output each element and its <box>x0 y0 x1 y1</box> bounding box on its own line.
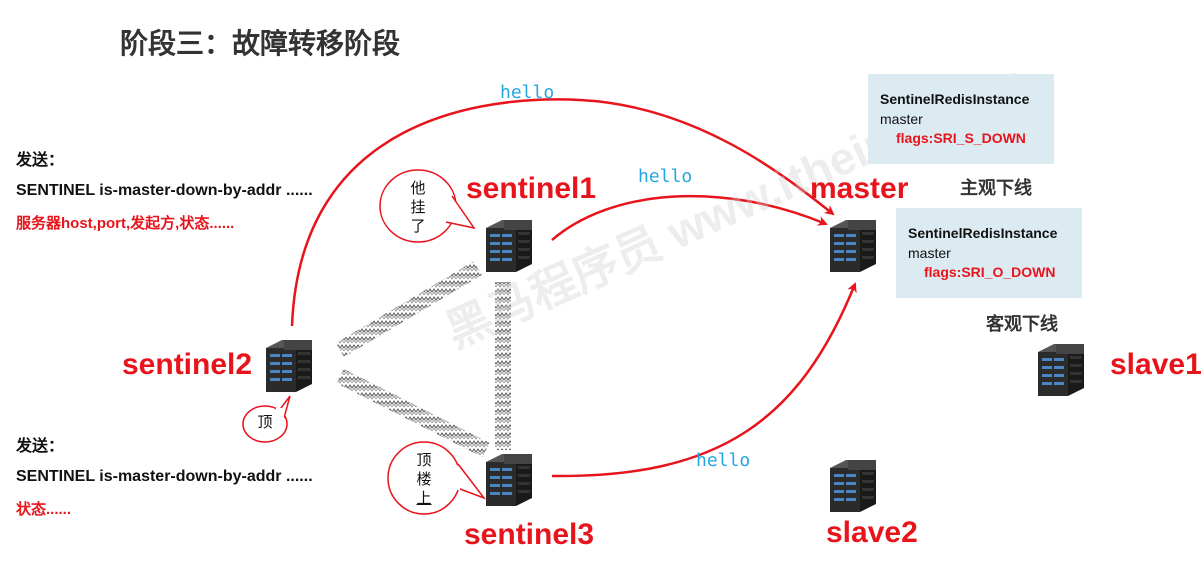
send-block-bottom: 发送： SENTINEL is-master-down-by-addr ....… <box>16 432 313 519</box>
send-heading: 发送： <box>16 438 65 455</box>
instance-flags: flags:SRI_O_DOWN <box>924 264 1056 281</box>
send-params: 服务器host,port,发起方,状态...... <box>16 215 235 232</box>
server-sentinel2-icon <box>266 340 312 392</box>
instance-name: SentinelRedisInstance <box>880 91 1030 107</box>
bubble-sentinel1 <box>379 169 476 243</box>
instance-flags: flags:SRI_S_DOWN <box>896 130 1026 147</box>
arrow-sentinel3-master <box>551 282 857 478</box>
hello-label-middle: hello <box>638 166 693 187</box>
arrow-sentinel2-master <box>290 98 835 327</box>
info-box-subjective: SentinelRedisInstance master flags:SRI_S… <box>868 74 1054 164</box>
node-label-master: master <box>810 172 909 205</box>
send-command: SENTINEL is-master-down-by-addr ...... <box>16 182 313 199</box>
instance-role: master <box>880 110 923 127</box>
send-block-top: 发送： SENTINEL is-master-down-by-addr ....… <box>16 146 313 233</box>
server-slave2-icon <box>830 460 876 512</box>
send-params: 状态...... <box>16 501 72 518</box>
node-label-sentinel3: sentinel3 <box>464 518 595 551</box>
status-objective-down: 客观下线 <box>986 314 1058 334</box>
hello-label-top: hello <box>500 82 555 103</box>
node-label-sentinel1: sentinel1 <box>466 172 597 205</box>
node-label-slave1: slave1 <box>1110 348 1202 381</box>
hello-label-bottom: hello <box>696 450 751 471</box>
bubble-sentinel3 <box>387 441 487 515</box>
node-label-sentinel2: sentinel2 <box>122 348 253 381</box>
server-slave1-icon <box>1038 344 1084 396</box>
bubble-text-sentinel2: 顶 <box>257 414 273 431</box>
instance-name: SentinelRedisInstance <box>908 225 1058 241</box>
send-command: SENTINEL is-master-down-by-addr ...... <box>16 468 313 485</box>
send-heading: 发送： <box>16 152 65 169</box>
bubble-text-sentinel1: 他 挂 了 <box>410 180 426 235</box>
info-box-objective: SentinelRedisInstance master flags:SRI_O… <box>896 208 1082 298</box>
node-label-slave2: slave2 <box>826 516 918 549</box>
page-title: 阶段三：故障转移阶段 <box>120 28 401 59</box>
status-subjective-down: 主观下线 <box>960 178 1032 198</box>
bubble-text-sentinel3: 顶 楼 上 <box>416 452 432 507</box>
arrow-sentinel1-master <box>551 194 828 241</box>
link-sentinel2-sentinel1 <box>335 261 483 357</box>
server-master-icon <box>830 220 876 272</box>
instance-role: master <box>908 244 951 261</box>
bubble-sentinel2 <box>242 395 291 443</box>
server-sentinel3-icon <box>486 454 532 506</box>
link-sentinel2-sentinel3 <box>336 368 490 458</box>
